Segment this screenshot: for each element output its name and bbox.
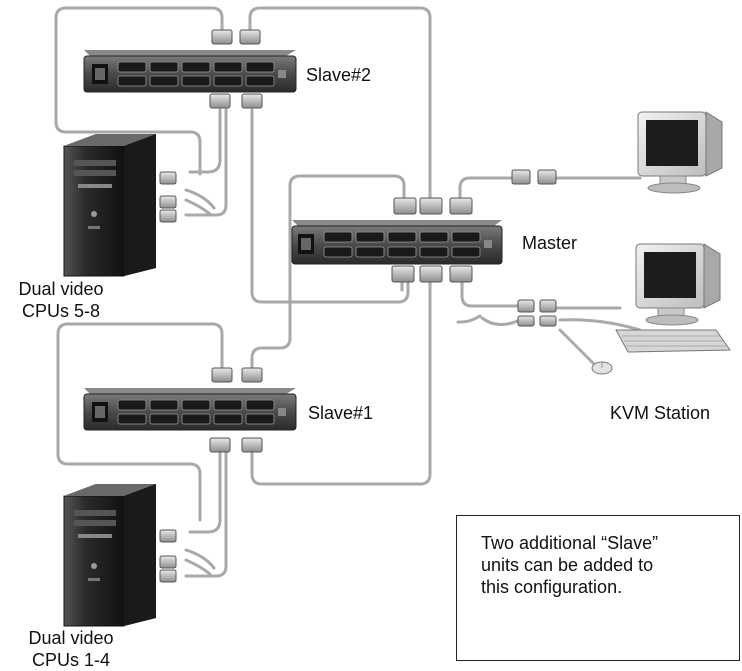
- kvm-switch-icon: [291, 220, 503, 265]
- connector-icon: [159, 195, 177, 209]
- connector-icon: [517, 299, 535, 313]
- connector-icon: [419, 265, 443, 283]
- label-slave1: Slave#1: [308, 403, 374, 423]
- connector-icon: [241, 437, 263, 453]
- connector-icon: [391, 265, 415, 283]
- connector-icon: [159, 569, 177, 583]
- computer-tower-icon: [63, 134, 156, 277]
- note-line-3: this configuration.: [481, 577, 623, 597]
- cable-slave2-bottom-b: [184, 108, 228, 217]
- cable-tower-bottom-fan: [184, 548, 216, 576]
- kvm-switch-icon: [83, 50, 297, 93]
- monitor-icon: [635, 243, 721, 326]
- connectors: [159, 29, 557, 583]
- cable-slave2-top-left: [54, 6, 224, 176]
- note-box: Two additional “Slave” units can be adde…: [456, 515, 740, 661]
- label-cpu-group-top: Dual video CPUs 5-8: [0, 278, 122, 322]
- note-line-2: units can be added to: [481, 555, 654, 575]
- cable-kvm-mouse: [558, 328, 598, 368]
- cpu-group-bottom-line2: CPUs 1-4: [31, 650, 111, 670]
- cable-slave1-bottom-b: [184, 450, 228, 578]
- connector-icon: [419, 197, 443, 215]
- connector-icon: [209, 437, 231, 453]
- cable-slave2-bottom-a: [188, 108, 222, 174]
- connector-icon: [241, 367, 263, 383]
- cable-tower-top-fan: [184, 188, 216, 216]
- note-line-1: Two additional “Slave”: [481, 533, 659, 553]
- label-cpu-group-bottom: Dual video CPUs 1-4: [0, 627, 142, 671]
- monitor-icon: [637, 111, 723, 194]
- connector-icon: [511, 169, 531, 185]
- cpu-group-top-line2: CPUs 5-8: [21, 301, 101, 321]
- note-text: Two additional “Slave” units can be adde…: [481, 532, 731, 598]
- keyboard-icon: [615, 329, 731, 353]
- connector-icon: [159, 555, 177, 569]
- connector-icon: [393, 197, 417, 215]
- connector-icon: [239, 29, 261, 45]
- mouse-icon: [591, 361, 613, 375]
- cpu-group-top-line1: Dual video: [18, 279, 104, 299]
- connector-icon: [449, 265, 473, 283]
- connector-icon: [449, 197, 473, 215]
- computer-tower-icon: [63, 484, 156, 627]
- cable-master-top-left: [250, 174, 406, 374]
- cable-kvm-ps2-a: [456, 314, 482, 324]
- cable-master-to-kvm: [460, 278, 522, 308]
- cable-master-to-monitor: [458, 176, 518, 202]
- cable-slave2-to-master: [250, 108, 410, 304]
- connector-icon: [159, 529, 177, 543]
- label-master: Master: [522, 233, 578, 253]
- cpu-group-bottom-line1: Dual video: [28, 628, 114, 648]
- connector-icon: [211, 29, 233, 45]
- connector-icon: [517, 315, 535, 327]
- connector-icon: [537, 169, 557, 185]
- connector-icon: [159, 209, 177, 223]
- cable-slave2-top-right: [248, 6, 432, 202]
- cables: [54, 6, 642, 578]
- kvm-switch-icon: [83, 388, 297, 431]
- connector-icon: [209, 93, 231, 109]
- connector-icon: [211, 367, 233, 383]
- cable-kvm-ps2-b: [480, 316, 522, 326]
- connector-icon: [539, 299, 557, 313]
- connector-icon: [539, 315, 557, 327]
- label-kvm-station: KVM Station: [610, 403, 711, 423]
- connector-icon: [159, 171, 177, 185]
- cable-master-to-slave1: [250, 278, 432, 486]
- connector-icon: [241, 93, 263, 109]
- cable-slave1-top-left: [56, 322, 224, 522]
- cable-slave1-bottom-a: [188, 450, 222, 534]
- label-slave2: Slave#2: [306, 65, 372, 85]
- cable-kvm-keyboard: [558, 318, 642, 332]
